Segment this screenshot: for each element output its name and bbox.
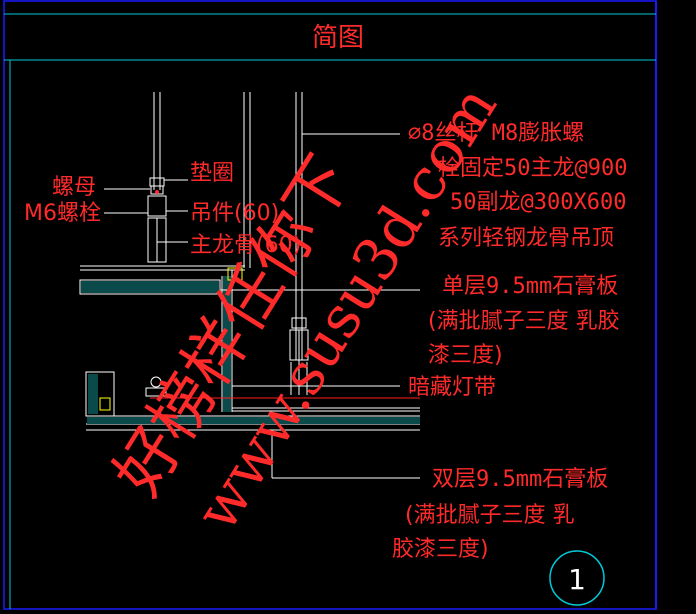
leader-lines (104, 133, 420, 479)
callout-double-gypsum-line-3: 胶漆三度) (392, 537, 489, 562)
right-hanger-assembly (289, 317, 309, 395)
drawing-frame (3, 0, 657, 610)
callout-m6-bolt: M6螺栓 (24, 201, 101, 226)
callout-single-gypsum-line-3: 漆三度) (428, 343, 503, 368)
callout-double-gypsum-line-2: (满批腻子三度 乳 (405, 503, 575, 528)
drawing-title: 简图 (312, 23, 364, 53)
callout-suspension-rod-line-1: ∅8丝杆 M8膨胀螺 (408, 121, 584, 146)
callout-suspension-rod-line-4: 系列轻钢龙骨吊顶 (438, 226, 614, 251)
double-gypsum-board (87, 417, 420, 424)
light-fixture (145, 376, 167, 397)
callout-hidden-light-strip: 暗藏灯带 (408, 375, 496, 400)
hanger-assembly (147, 177, 167, 263)
lower-ceiling (85, 371, 420, 431)
callout-suspension-rod-line-2: 栓固定50主龙@900 (438, 156, 627, 181)
callout-single-gypsum-line-1: 单层9.5mm石膏板 (442, 274, 618, 299)
detail-number-bubble: 1 (549, 550, 605, 606)
detail-number: 1 (568, 563, 586, 596)
callout-single-gypsum-line-2: (满批腻子三度 乳胶 (428, 309, 620, 334)
callout-main-keel: 主龙骨(60) (190, 233, 301, 258)
callout-double-gypsum-line-1: 双层9.5mm石膏板 (432, 467, 608, 492)
single-gypsum-board (79, 279, 221, 295)
washer (149, 177, 165, 187)
callout-hanger: 吊件(60) (190, 201, 279, 226)
callout-suspension-rod-line-3: 50副龙@300X600 (450, 190, 626, 215)
suspension-rods (153, 92, 303, 360)
callout-nut: 螺母 (52, 175, 96, 200)
upper-ceiling (79, 265, 245, 412)
callout-labels: ∅8丝杆 M8膨胀螺 栓固定50主龙@900 50副龙@300X600 系列轻钢… (24, 121, 627, 562)
hanger-clip (147, 195, 167, 217)
callout-washer: 垫圈 (190, 161, 234, 186)
